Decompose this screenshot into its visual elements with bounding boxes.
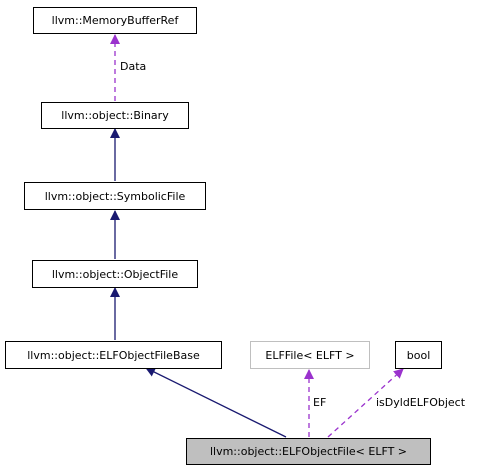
node-symbolic-file[interactable]: llvm::object::SymbolicFile xyxy=(24,182,206,210)
node-binary[interactable]: llvm::object::Binary xyxy=(41,102,189,129)
node-elf-object-file-base[interactable]: llvm::object::ELFObjectFileBase xyxy=(5,341,222,369)
node-object-file[interactable]: llvm::object::ObjectFile xyxy=(32,260,198,288)
edge-is-dyld xyxy=(327,368,404,438)
edge-label-is-dyld: isDyldELFObject xyxy=(376,396,466,409)
edge-label-data: Data xyxy=(120,60,147,73)
node-elf-file[interactable]: ELFFile< ELFT > xyxy=(250,341,370,369)
edge-label-ef: EF xyxy=(313,396,327,409)
node-bool[interactable]: bool xyxy=(395,341,442,369)
node-memory-buffer-ref[interactable]: llvm::MemoryBufferRef xyxy=(33,7,197,34)
edge-elfobjectfile-to-elfbase xyxy=(145,367,287,438)
node-elf-object-file[interactable]: llvm::object::ELFObjectFile< ELFT > xyxy=(186,438,431,465)
